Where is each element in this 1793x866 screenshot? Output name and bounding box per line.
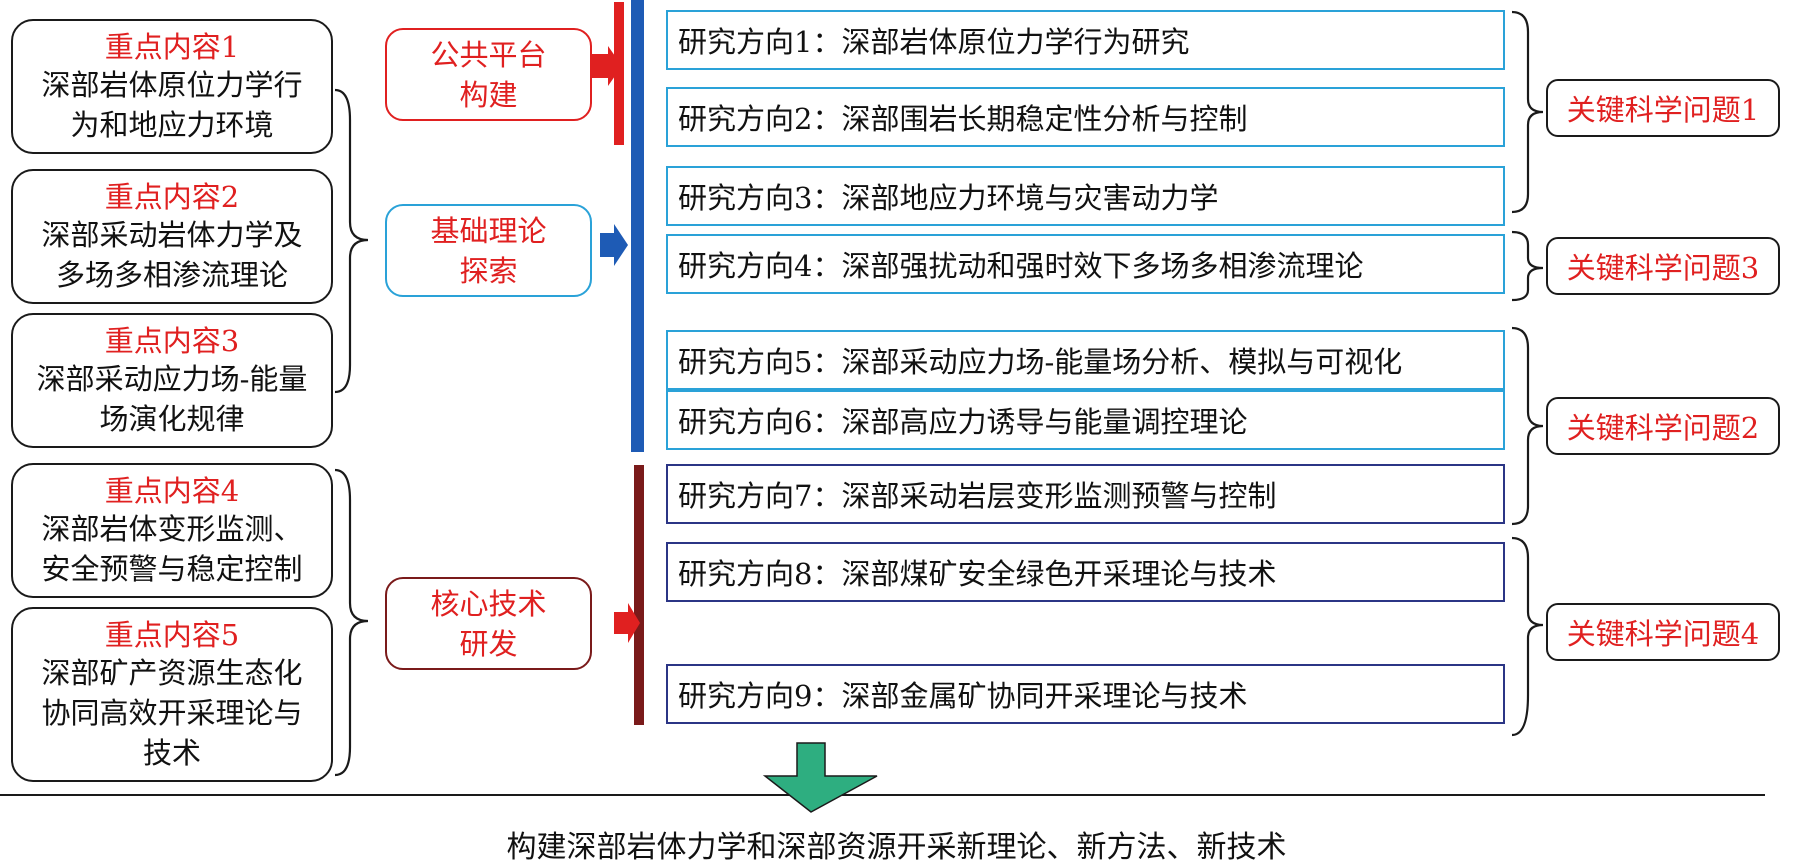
- dark-red-bar: [634, 465, 644, 725]
- right-brace-q3: [1511, 230, 1544, 302]
- dark-red-arrow: [614, 603, 640, 643]
- conclusion-text: 构建深部岩体力学和深部资源开采新理论、新方法、新技术: [506, 830, 1287, 865]
- right-brace-q1: [1511, 10, 1544, 214]
- green-down-arrow-shape: [762, 742, 878, 813]
- key-content-text: 深部岩体变形监测、 安全预警与稳定控制: [41, 511, 303, 586]
- left-brace-upper: [334, 88, 369, 394]
- platform-technology: 核心技术 研发: [385, 577, 592, 670]
- left-brace-lower: [334, 468, 369, 777]
- key-content-title: 重点内容4: [104, 473, 240, 508]
- research-direction-6: 研究方向6：深部高应力诱导与能量调控理论: [666, 390, 1505, 450]
- key-content-1: 重点内容1 深部岩体原位力学行 为和地应力环境: [11, 19, 333, 154]
- key-content-text: 深部采动应力场-能量 场演化规律: [36, 361, 308, 436]
- key-content-title: 重点内容5: [104, 617, 240, 652]
- blue-arrow: [600, 224, 628, 266]
- key-question-4: 关键科学问题4: [1546, 603, 1780, 661]
- research-direction-3: 研究方向3：深部地应力环境与灾害动力学: [666, 166, 1505, 226]
- research-direction-1: 研究方向1：深部岩体原位力学行为研究: [666, 10, 1505, 70]
- platform-theory: 基础理论 探索: [385, 204, 592, 297]
- research-direction-9: 研究方向9：深部金属矿协同开采理论与技术: [666, 664, 1505, 724]
- key-question-1: 关键科学问题1: [1546, 79, 1780, 137]
- key-content-title: 重点内容2: [104, 179, 240, 214]
- right-brace-q4: [1511, 536, 1544, 737]
- key-content-text: 深部岩体原位力学行 为和地应力环境: [41, 67, 303, 142]
- blue-bar: [631, 0, 644, 452]
- research-direction-7: 研究方向7：深部采动岩层变形监测预警与控制: [666, 464, 1505, 524]
- key-content-text: 深部矿产资源生态化 协同高效开采理论与 技术: [41, 655, 303, 770]
- key-content-2: 重点内容2 深部采动岩体力学及 多场多相渗流理论: [11, 169, 333, 304]
- key-content-3: 重点内容3 深部采动应力场-能量 场演化规律: [11, 313, 333, 448]
- research-direction-4: 研究方向4：深部强扰动和强时效下多场多相渗流理论: [666, 234, 1505, 294]
- research-direction-8: 研究方向8：深部煤矿安全绿色开采理论与技术: [666, 542, 1505, 602]
- key-content-title: 重点内容3: [104, 323, 240, 358]
- research-direction-5: 研究方向5：深部采动应力场-能量场分析、模拟与可视化: [666, 330, 1505, 390]
- key-content-5: 重点内容5 深部矿产资源生态化 协同高效开采理论与 技术: [11, 607, 333, 782]
- right-brace-q2: [1511, 326, 1544, 526]
- key-content-4: 重点内容4 深部岩体变形监测、 安全预警与稳定控制: [11, 463, 333, 598]
- red-arrow: [592, 46, 622, 86]
- research-direction-2: 研究方向2：深部围岩长期稳定性分析与控制: [666, 87, 1505, 147]
- key-question-2: 关键科学问题2: [1546, 397, 1780, 455]
- red-bar: [614, 2, 624, 145]
- key-question-3: 关键科学问题3: [1546, 237, 1780, 295]
- key-content-text: 深部采动岩体力学及 多场多相渗流理论: [41, 217, 303, 292]
- key-content-title: 重点内容1: [104, 29, 240, 64]
- platform-public: 公共平台 构建: [385, 28, 592, 121]
